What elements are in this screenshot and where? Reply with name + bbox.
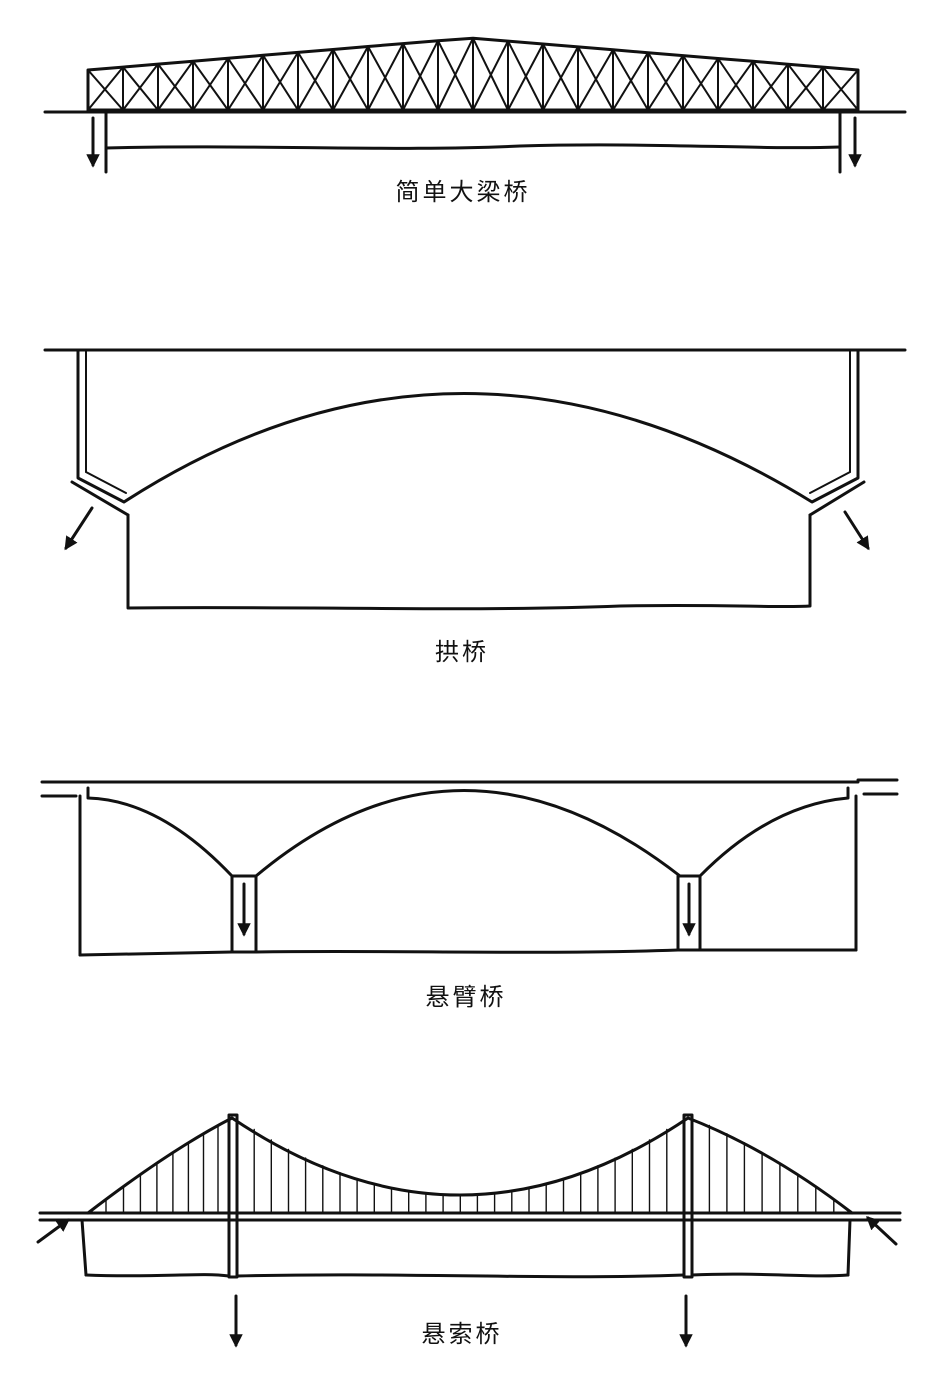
left-pier: [230, 874, 258, 954]
truss-diagonal: [752, 63, 789, 111]
river-bed: [78, 948, 858, 957]
truss-diagonal: [472, 40, 509, 111]
right-abutment-slope: [808, 480, 866, 517]
main-cable: [86, 1116, 854, 1215]
right-pier: [676, 874, 702, 952]
cantilever-bridge-caption: 悬臂桥: [426, 983, 507, 1011]
truss-diagonal: [612, 51, 649, 111]
arch-bridge: 拱桥: [43, 348, 907, 666]
truss-diagonal: [367, 42, 404, 111]
left-approach: [40, 780, 84, 798]
truss-diagonal: [787, 66, 824, 111]
truss-diagonal: [822, 69, 859, 111]
vertical-hangers: [105, 1124, 835, 1214]
truss-diagonal: [577, 48, 614, 111]
truss-diagonal: [507, 43, 544, 111]
truss-diagonal: [157, 60, 194, 111]
truss-diagonal: [682, 57, 719, 111]
left-anchor-arrow: [36, 1218, 71, 1244]
cantilever-bridge: 悬臂桥: [40, 778, 899, 1011]
left-thrust-arrow: [64, 506, 94, 551]
truss-diagonal: [262, 51, 299, 111]
truss-diagonal: [402, 39, 439, 111]
right-tower: [682, 1113, 694, 1279]
truss-diagonal: [297, 48, 334, 111]
left-tower: [227, 1113, 239, 1279]
left-anchorage: [80, 1218, 88, 1277]
truss-diagonal: [227, 54, 264, 111]
truss-diagonal: [437, 37, 474, 111]
arch-inner-line: [85, 349, 851, 494]
truss-bridge-caption: 简单大梁桥: [396, 178, 531, 206]
right-anchorage: [846, 1218, 852, 1277]
truss-girder: [86, 36, 860, 112]
truss-diagonal: [87, 66, 124, 111]
right-thrust-arrow: [843, 510, 870, 551]
truss-diagonal: [542, 45, 579, 111]
arch-outline: [76, 348, 860, 504]
river-bed: [126, 513, 812, 611]
truss-diagonal: [332, 45, 369, 111]
arch-bridge-caption: 拱桥: [435, 638, 489, 666]
river-bed: [104, 143, 842, 150]
left-abutment-slope: [70, 480, 130, 517]
truss-diagonal: [647, 54, 684, 111]
suspension-bridge-caption: 悬索桥: [422, 1320, 503, 1348]
truss-diagonal: [192, 57, 229, 111]
truss-bridge: 简单大梁桥: [43, 36, 907, 206]
right-approach: [856, 778, 899, 796]
river-bed: [84, 1272, 850, 1279]
cantilever-outline: [86, 786, 850, 878]
right-anchor-arrow: [866, 1216, 898, 1246]
truss-diagonal: [122, 63, 159, 111]
suspension-bridge: 悬索桥: [36, 1113, 902, 1348]
truss-diagonal: [717, 60, 754, 111]
